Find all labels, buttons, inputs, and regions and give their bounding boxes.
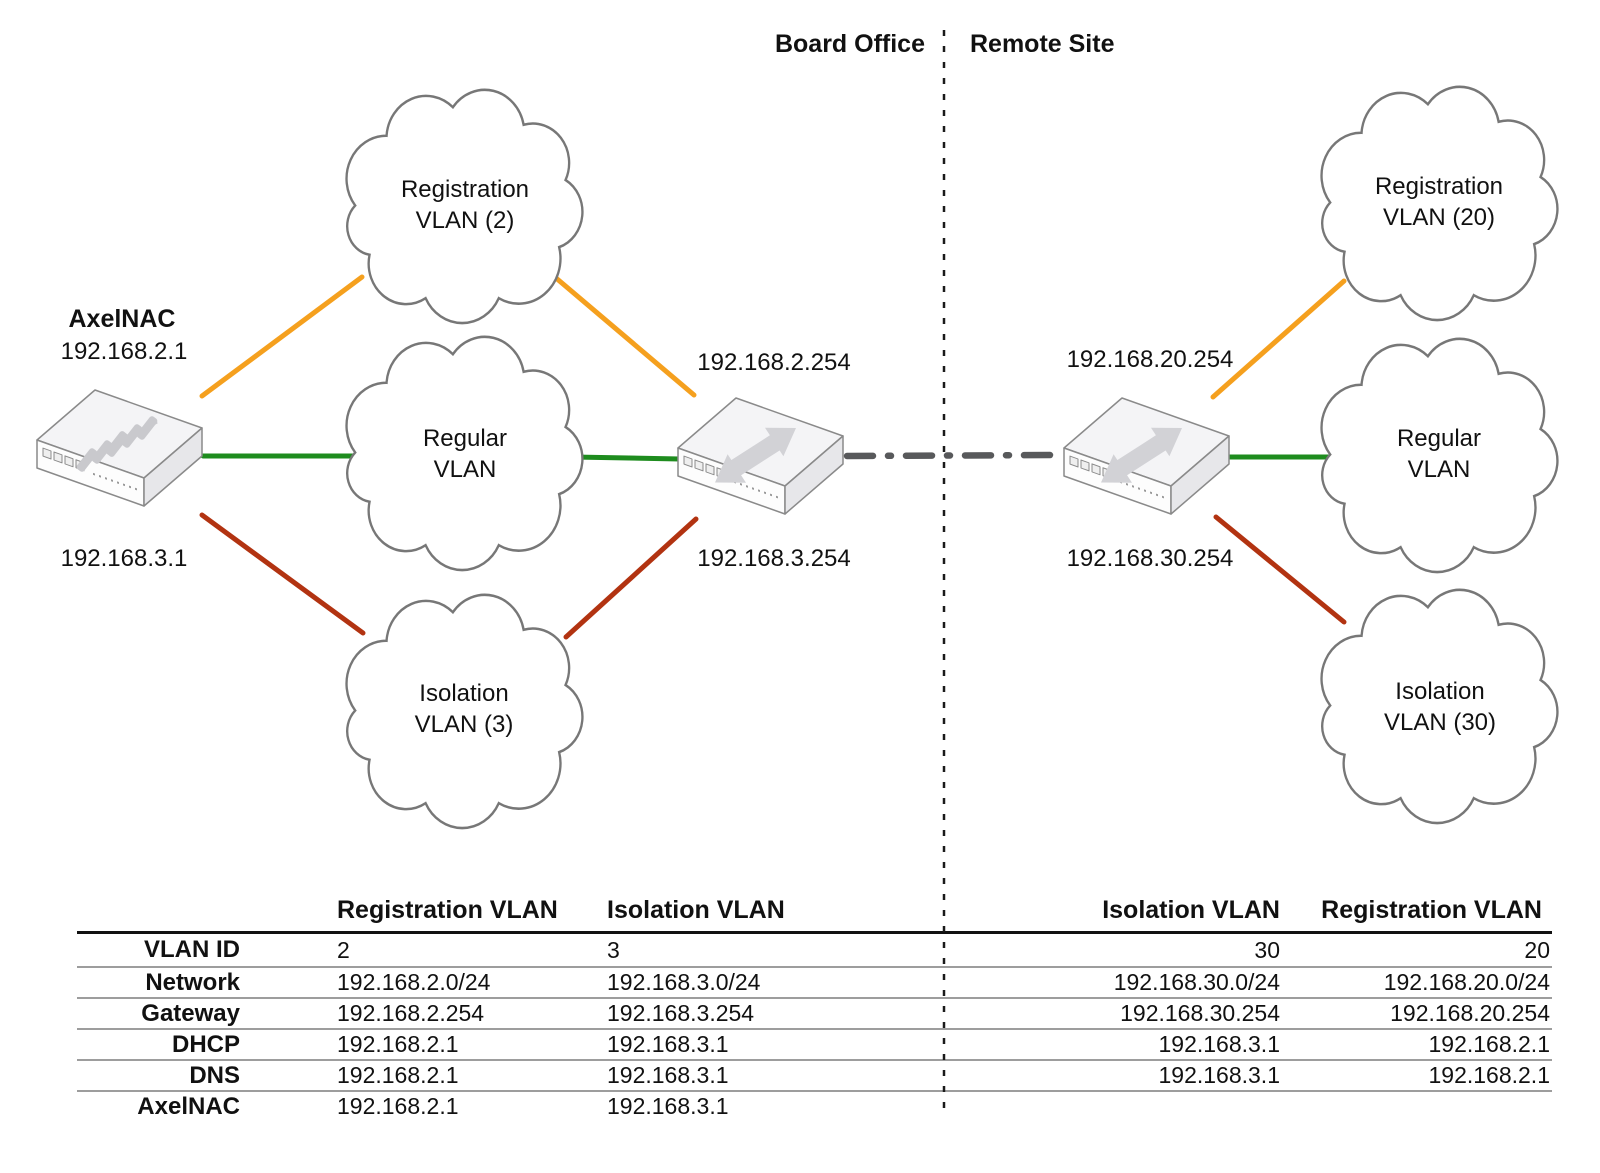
- remote-site-switch: [1063, 397, 1230, 515]
- table-cell: 192.168.2.1: [327, 1060, 597, 1092]
- row-label: DHCP: [77, 1029, 327, 1061]
- cloud-label-line: VLAN (3): [414, 711, 514, 738]
- table-cell: 20: [1290, 932, 1552, 968]
- table-cell: 192.168.2.254: [327, 998, 597, 1030]
- cloud-label-registration-vlan-2: Registration VLAN (2): [353, 174, 577, 236]
- table-row-dns: DNS 192.168.2.1 192.168.3.1 192.168.3.1 …: [77, 1060, 1552, 1092]
- table-cell: 192.168.30.0/24: [877, 967, 1290, 999]
- cloud-label-line: Isolation: [419, 680, 509, 707]
- table-cell: 192.168.2.1: [327, 1029, 597, 1061]
- cloud-label-line: Isolation: [1395, 678, 1485, 705]
- table-row-axelnac: AxelNAC 192.168.2.1 192.168.3.1: [77, 1091, 1552, 1121]
- table-cell: 192.168.2.0/24: [327, 967, 597, 999]
- row-label: VLAN ID: [77, 932, 327, 968]
- table-cell: 192.168.30.254: [877, 998, 1290, 1030]
- table-cell: 192.168.3.0/24: [597, 967, 877, 999]
- table-cell: 192.168.3.1: [597, 1029, 877, 1061]
- board-switch-isolation-ip: 192.168.3.254: [697, 545, 851, 572]
- cloud-label-regular-vlan-left: Regular VLAN: [353, 423, 577, 485]
- axelnac-logo-icon: [73, 413, 161, 475]
- table-cell: [877, 1091, 1290, 1121]
- table-row-vlan-id: VLAN ID 2 3 30 20: [77, 932, 1552, 968]
- cloud-label-line: VLAN: [1407, 456, 1471, 483]
- table-cell: 192.168.3.1: [877, 1029, 1290, 1061]
- cloud-label-line: Registration: [1374, 173, 1504, 200]
- table-row-network: Network 192.168.2.0/24 192.168.3.0/24 19…: [77, 967, 1552, 999]
- table-cell: 192.168.3.1: [607, 1093, 729, 1119]
- cloud-label-isolation-vlan-3: Isolation VLAN (3): [352, 678, 576, 740]
- board-switch-registration-ip: 192.168.2.254: [697, 349, 851, 376]
- link-isolation-axelnac: [199, 512, 366, 636]
- table-cell: [1290, 1091, 1552, 1121]
- table-cell: 30: [877, 932, 1290, 968]
- cloud-label-isolation-vlan-30: Isolation VLAN (30): [1328, 676, 1552, 738]
- cloud-label-line: Regular: [422, 425, 508, 452]
- row-label: DNS: [77, 1060, 327, 1092]
- cloud-label-line: VLAN (2): [415, 207, 515, 234]
- header-registration-vlan-right: Registration VLAN: [1290, 896, 1552, 934]
- trunk-link-between-sites: [843, 451, 1062, 460]
- header-empty: [77, 896, 327, 934]
- cloud-label-line: VLAN (20): [1382, 204, 1496, 231]
- board-office-switch: [677, 397, 844, 515]
- table-cell: 192.168.3.1: [877, 1060, 1290, 1092]
- table-row-dhcp: DHCP 192.168.2.1 192.168.3.1 192.168.3.1…: [77, 1029, 1552, 1061]
- remote-site-label: Remote Site: [970, 30, 1115, 58]
- table-header-row: Registration VLAN Isolation VLAN Isolati…: [77, 896, 1552, 934]
- link-isolation-board-switch: [563, 516, 699, 640]
- row-label: Gateway: [77, 998, 327, 1030]
- table-cell: 192.168.2.1: [337, 1093, 459, 1119]
- cloud-label-line: VLAN: [433, 456, 497, 483]
- board-office-label: Board Office: [774, 30, 925, 58]
- table-cell: 3: [597, 932, 877, 968]
- header-isolation-vlan-right: Isolation VLAN: [877, 896, 1290, 934]
- axelnac-registration-ip: 192.168.2.1: [60, 338, 188, 365]
- table-cell: 192.168.3.254: [597, 998, 877, 1030]
- cloud-label-line: Regular: [1396, 425, 1482, 452]
- table-cell: 192.168.20.0/24: [1290, 967, 1552, 999]
- row-label: AxelNAC: [137, 1092, 240, 1120]
- header-registration-vlan-left: Registration VLAN: [327, 896, 597, 934]
- table-cell: 2: [327, 932, 597, 968]
- cloud-label-line: VLAN (30): [1383, 709, 1497, 736]
- table-cell: 192.168.3.1: [597, 1060, 877, 1092]
- header-isolation-vlan-left: Isolation VLAN: [597, 896, 877, 934]
- cloud-label-registration-vlan-20: Registration VLAN (20): [1327, 171, 1551, 233]
- vlan-config-table: Registration VLAN Isolation VLAN Isolati…: [77, 896, 1552, 1121]
- table-row-gateway: Gateway 192.168.2.254 192.168.3.254 192.…: [77, 998, 1552, 1030]
- remote-switch-registration-ip: 192.168.20.254: [1066, 346, 1234, 373]
- link-registration-remote: [1210, 278, 1347, 400]
- table-cell: 192.168.20.254: [1290, 998, 1552, 1030]
- table-cell: 192.168.2.1: [1290, 1060, 1552, 1092]
- axelnac-appliance: [36, 389, 203, 507]
- table-cell: 192.168.2.1: [1290, 1029, 1552, 1061]
- cloud-label-regular-vlan-right: Regular VLAN: [1327, 423, 1551, 485]
- switch-arrows-icon: [1101, 427, 1182, 483]
- link-regular-board-switch: [570, 454, 683, 462]
- axelnac-name-label: AxelNAC: [68, 305, 176, 333]
- switch-arrows-icon: [715, 427, 796, 483]
- axelnac-isolation-ip: 192.168.3.1: [60, 545, 188, 572]
- link-registration-axelnac: [199, 274, 365, 399]
- link-registration-board-switch: [553, 275, 697, 398]
- remote-switch-isolation-ip: 192.168.30.254: [1066, 545, 1234, 572]
- cloud-label-line: Registration: [400, 176, 530, 203]
- row-label: Network: [77, 967, 327, 999]
